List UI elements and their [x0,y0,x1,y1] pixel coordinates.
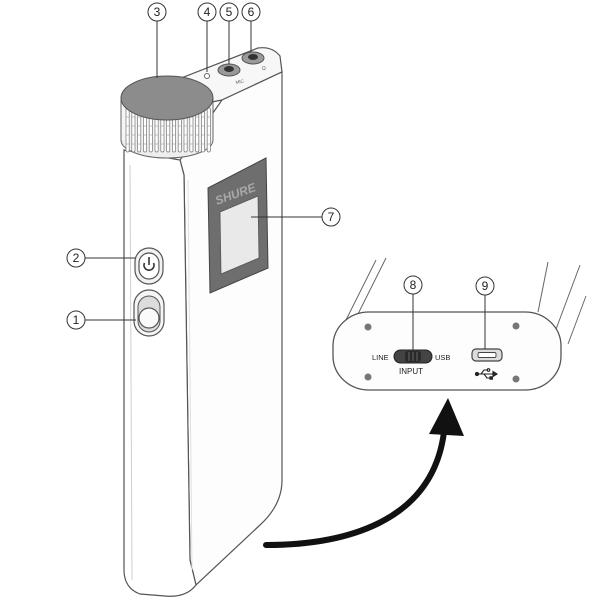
knob-ridge [131,107,136,153]
screw [364,373,372,381]
recorder-device: MIC Ω SHURE [120,47,283,597]
power-button[interactable] [134,247,164,285]
knob-ridge [206,107,211,153]
display-screen: SHURE [207,157,269,294]
svg-text:1: 1 [73,313,80,327]
knob-ridge [201,107,205,153]
svg-text:4: 4 [204,5,211,19]
callout-7: 7 [321,207,341,227]
screw [364,323,372,331]
headphone-jack-label: Ω [262,66,266,72]
svg-text:5: 5 [226,5,233,19]
usb-symbol-icon [474,368,499,380]
knob-top-cap [120,75,214,121]
bottom-panel [332,311,562,391]
callout-4: 4 [197,2,217,22]
perspective-lines [339,257,587,345]
callout-6: 6 [241,2,261,22]
switch-caption-input: INPUT [399,367,423,376]
screw [512,322,520,330]
power-icon [143,257,155,271]
mic-input-jack[interactable] [217,63,241,77]
svg-text:7: 7 [328,210,335,224]
gain-knob[interactable] [120,75,214,159]
mic-jack-label: MIC [235,78,245,85]
svg-text:3: 3 [154,5,161,19]
knob-ridge [125,107,130,153]
usb-port[interactable] [471,348,503,362]
callout-3: 3 [147,2,167,22]
headphone-jack[interactable] [241,51,265,65]
svg-text:9: 9 [482,279,489,293]
device-front-face [123,149,197,597]
switch-label-line: LINE [372,353,389,362]
callout-2: 2 [66,248,86,268]
svg-text:8: 8 [410,278,417,292]
leader-lines [85,21,486,352]
callout-1: 1 [66,310,86,330]
curved-arrow [263,398,464,548]
switch-label-usb: USB [435,353,450,362]
screen-lcd [219,195,260,275]
callout-8: 8 [403,275,423,295]
svg-text:6: 6 [248,5,255,19]
bottom-panel-view: LINE USB INPUT [332,257,587,391]
hold-switch[interactable] [133,289,165,337]
svg-text:2: 2 [73,251,80,265]
callout-9: 9 [475,276,495,296]
callouts: 3 4 5 6 2 1 7 8 [66,2,495,330]
indicator-led [204,73,210,79]
callout-5: 5 [219,2,239,22]
screw [512,375,520,383]
